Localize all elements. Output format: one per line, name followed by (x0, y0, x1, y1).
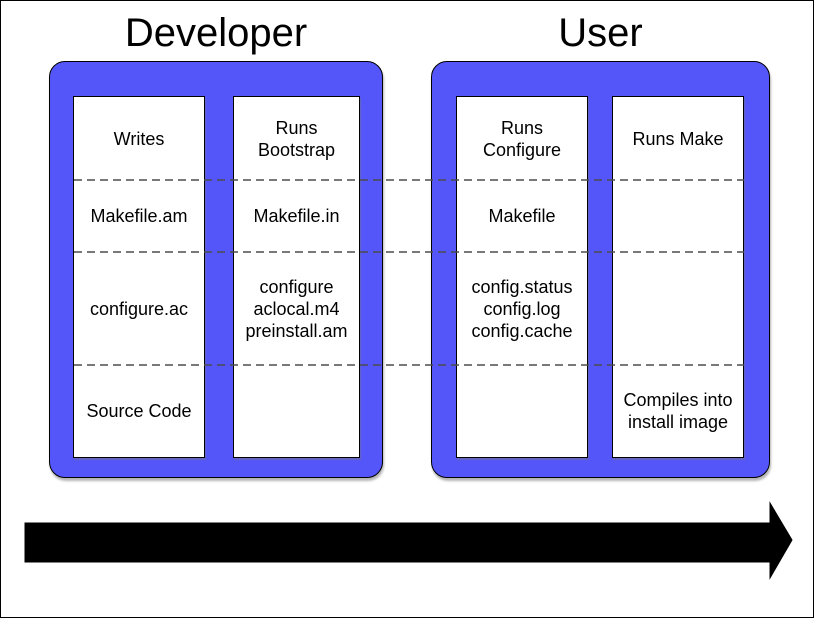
workflow-cell (613, 180, 743, 252)
workflow-cell: Source Code (74, 365, 204, 457)
cell-text-line: Runs (275, 117, 318, 138)
cell-text-line: config.status (471, 276, 573, 297)
cell-text-line: Compiles into (623, 390, 733, 410)
cell-text-line: Runs Make (632, 128, 724, 149)
cell-text-line: preinstall.am (245, 320, 348, 341)
developer-title: Developer (124, 11, 308, 55)
workflow-cell: Runs Make (613, 97, 743, 180)
cell-text-line: Bootstrap (257, 139, 336, 160)
workflow-cell: Writes (74, 97, 204, 180)
workflow-cell: configure.ac (74, 252, 204, 365)
cell-text-line: install image (627, 412, 729, 432)
cell-text-line: configure (259, 276, 334, 297)
workflow-cell: Makefile.in (234, 180, 359, 252)
workflow-cell (457, 365, 587, 457)
user-title: User (558, 11, 643, 55)
cell-text-line: config.cache (471, 320, 573, 341)
cell-text-line: Writes (113, 128, 165, 149)
cell-text-line: Configure (482, 139, 562, 160)
cell-text-line: Runs (500, 117, 544, 138)
cell-text-line: Makefile.in (253, 206, 340, 226)
cell-text-line: config.log (483, 298, 561, 319)
cell-text-line: Source Code (86, 401, 192, 421)
workflow-cell (234, 365, 359, 457)
cell-text-line: configure.ac (89, 298, 189, 319)
cell-text-line: Makefile.am (90, 206, 188, 226)
workflow-cell: Makefile.am (74, 180, 204, 252)
workflow-cell: Makefile (457, 180, 587, 252)
cell-text-line: aclocal.m4 (253, 298, 340, 319)
workflow-cell (613, 252, 743, 365)
flow-direction-arrow (24, 501, 793, 580)
cell-text-line: Makefile (488, 206, 556, 226)
